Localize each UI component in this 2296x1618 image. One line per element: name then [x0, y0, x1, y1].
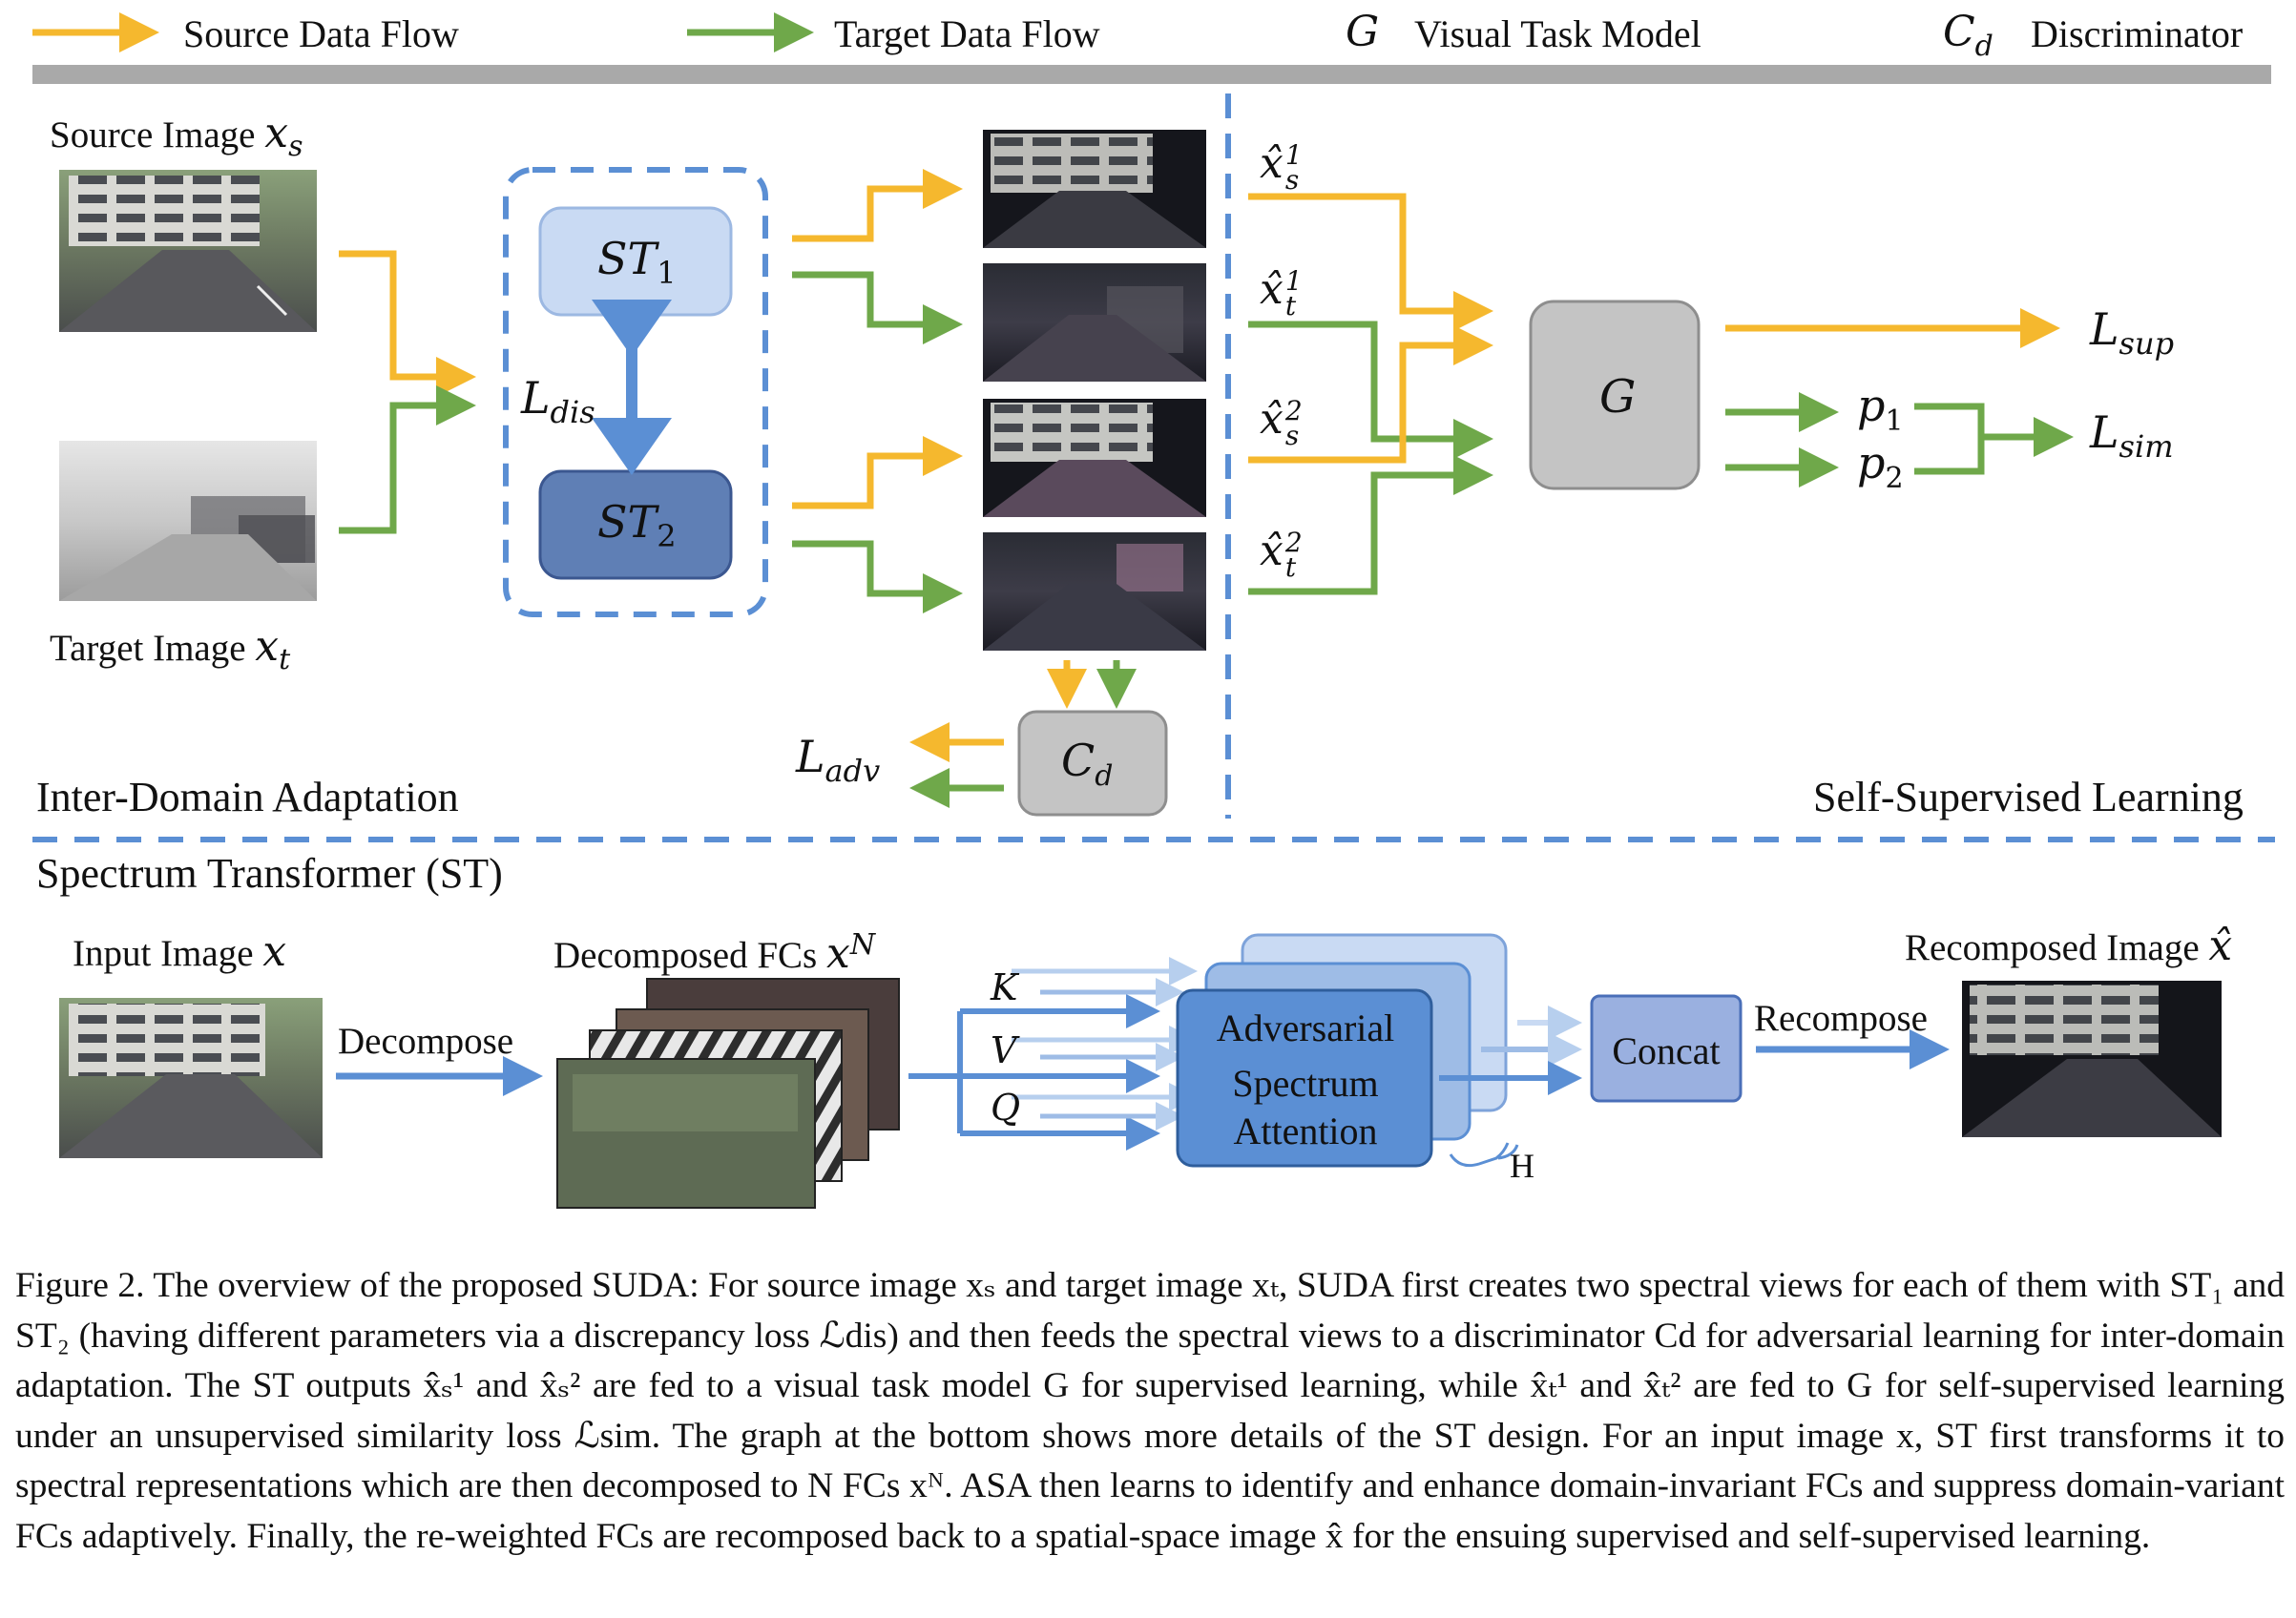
h-brace [1449, 1142, 1519, 1168]
input-image-label: Input Image x [73, 927, 287, 976]
target-image-label: Target Image xt [50, 622, 291, 676]
legend-source-flow: Source Data Flow [183, 12, 459, 55]
recomposed-image-label: Recomposed Image x̂ [1905, 922, 2233, 970]
decomposed-fcs-stack [556, 978, 900, 1209]
cd-box[interactable] [1017, 710, 1168, 817]
overview-diagram [32, 12, 2275, 1209]
st2-label: ST2 [597, 496, 677, 555]
l-adv-label: Ladv [796, 731, 881, 790]
asa-label-line1: Adversarial [1216, 1006, 1395, 1049]
source-to-st-arrow [339, 250, 476, 397]
concat-label: Concat [1612, 1029, 1721, 1072]
v-label: V [991, 1029, 1017, 1071]
xs1-to-g-arrow [1248, 193, 1493, 331]
view-target-1-image [983, 263, 1206, 382]
inter-domain-label: Inter-Domain Adaptation [36, 774, 459, 820]
xs2-to-g-arrow [1248, 325, 1493, 464]
st2-source-out-arrow [792, 436, 963, 509]
input-image [59, 998, 323, 1158]
p-merge-bracket [1914, 406, 2067, 471]
view-source-1-image [983, 130, 1206, 248]
st1-source-out-arrow [792, 169, 963, 242]
st-container [503, 167, 768, 617]
st2-target-out-arrow [792, 540, 963, 613]
st1-label: ST1 [597, 233, 677, 292]
recomposed-image [1962, 981, 2222, 1137]
legend-cd-symbol: Cd [1943, 8, 1993, 63]
asa-label-line3: Attention [1233, 1110, 1378, 1152]
legend-target-flow: Target Data Flow [834, 12, 1100, 55]
asa-label-line2: Spectrum [1232, 1062, 1379, 1105]
legend-g-symbol: G [1346, 8, 1380, 56]
source-image-label: Source Image xs [50, 109, 303, 163]
self-supervised-label: Self-Supervised Learning [1813, 774, 2244, 820]
xt1-to-g-arrow [1248, 321, 1493, 459]
view-source-2-image [983, 399, 1206, 517]
h-label: H [1510, 1147, 1534, 1185]
g-box[interactable] [1529, 300, 1701, 490]
view-target-2-image [983, 532, 1206, 651]
p1-label: p1 [1857, 380, 1904, 439]
st1-target-out-arrow [792, 271, 963, 344]
k-label: K [991, 966, 1018, 1008]
xt2-to-g-arrow [1248, 455, 1493, 595]
kvq-fanout [908, 1011, 963, 1133]
decompose-label: Decompose [338, 1021, 514, 1062]
l-sup-label: Lsup [2090, 303, 2175, 363]
legend-g-desc: Visual Task Model [1414, 12, 1701, 55]
l-dis-label: Ldis [521, 372, 595, 431]
decomposed-fcs-label: Decomposed FCs xN [553, 928, 876, 978]
target-to-st-arrow [339, 385, 476, 534]
q-label: Q [991, 1087, 1021, 1129]
l-sim-label: Lsim [2090, 406, 2174, 466]
figure-caption: Figure 2. The overview of the proposed S… [15, 1261, 2285, 1562]
p2-label: p2 [1857, 437, 1904, 496]
cd-label: Cd [1061, 735, 1114, 794]
target-image [59, 441, 317, 601]
legend-cd-desc: Discriminator [2031, 12, 2244, 55]
st-section-title: Spectrum Transformer (ST) [36, 850, 503, 897]
concat-box[interactable] [1590, 994, 1743, 1103]
g-label: G [1599, 370, 1637, 424]
caption-text: Figure 2. The overview of the proposed S… [15, 1266, 2285, 1556]
source-image [59, 170, 317, 332]
top-divider-bar [32, 65, 2271, 84]
recompose-label: Recompose [1754, 998, 1928, 1039]
asa-box[interactable] [1176, 988, 1433, 1168]
